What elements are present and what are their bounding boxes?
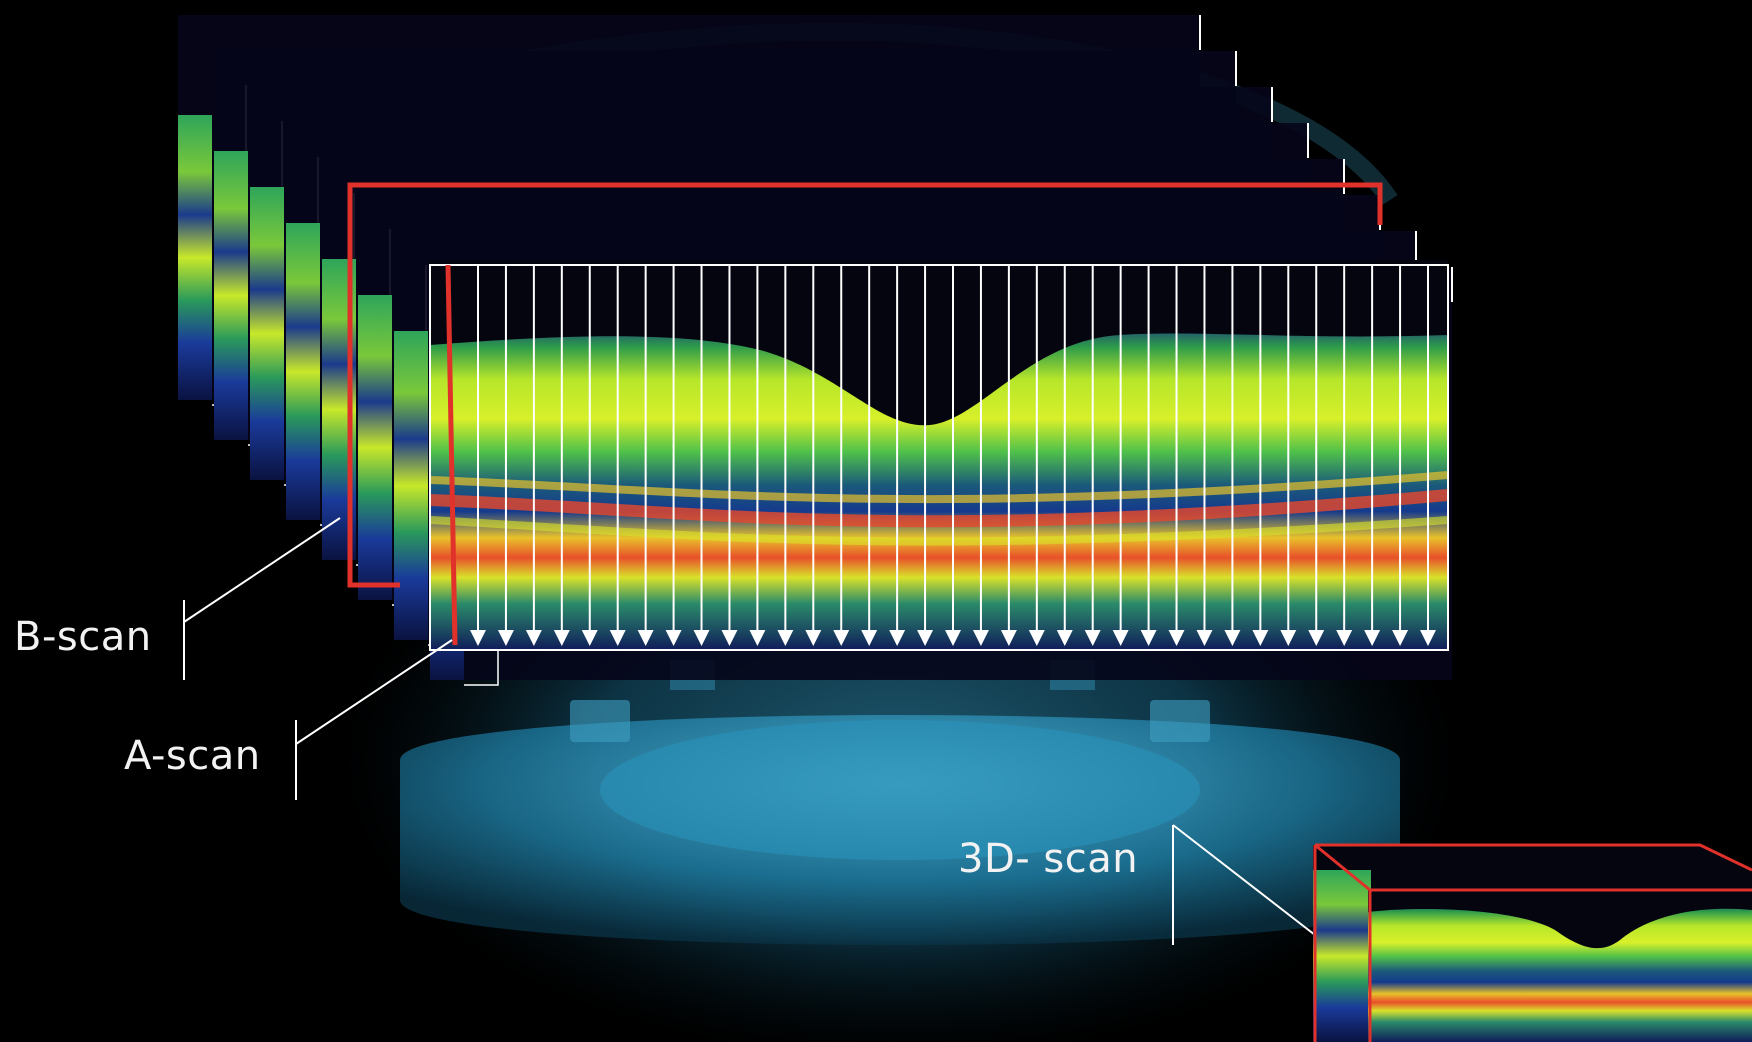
b-scan-label: B-scan — [14, 614, 152, 660]
3d-scan-label: 3D- scan — [958, 836, 1139, 882]
a-scan-highlight — [445, 264, 458, 646]
main-b-scan-image — [429, 260, 1449, 651]
a-scan-label: A-scan — [124, 733, 261, 779]
b-scan-highlight-frame — [347, 182, 1383, 588]
a-scan-lines — [470, 265, 1436, 646]
b-scan-leader — [183, 517, 341, 623]
3d-scan-leader — [1172, 824, 1316, 936]
a-scan-leader — [295, 639, 453, 745]
3d-scan-thumbnail — [1313, 843, 1752, 1042]
